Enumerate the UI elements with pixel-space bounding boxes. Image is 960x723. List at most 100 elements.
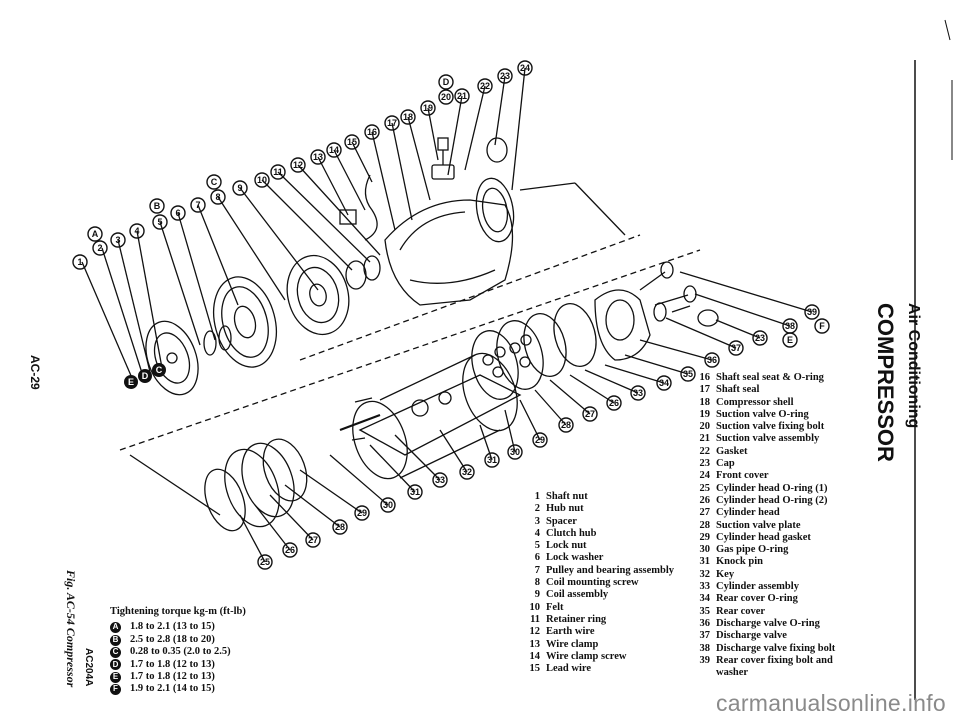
legend-item: 16 Shaft seal seat & O-ring xyxy=(690,372,835,384)
callout-label: 32 xyxy=(462,467,472,477)
legend-label: Cylinder head O-ring (2) xyxy=(716,494,828,506)
legend-number: 3 xyxy=(534,515,540,527)
legend-label: Cylinder assembly xyxy=(716,581,799,593)
legend-label: Shaft seal seat & O-ring xyxy=(716,372,824,383)
legend-number: 39 xyxy=(699,654,711,666)
torque-key-badge: B xyxy=(110,634,121,646)
callout-label: 31 xyxy=(410,487,420,497)
legend-number: 11 xyxy=(530,613,540,625)
legend-number: 25 xyxy=(699,482,711,494)
callout-label: 12 xyxy=(293,160,303,170)
callout-label: 23 xyxy=(500,71,510,81)
legend-number: 24 xyxy=(699,470,711,482)
callout-label: 39 xyxy=(807,307,817,317)
legend-number: 16 xyxy=(699,372,711,383)
legend-label: Front cover xyxy=(716,470,769,482)
callout-label: 33 xyxy=(435,475,445,485)
legend-number: 12 xyxy=(529,626,541,638)
legend-number: 8 xyxy=(534,577,540,589)
legend-label: Cylinder head O-ring (1) xyxy=(716,482,828,494)
legend-label: Earth wire xyxy=(546,626,595,638)
legend-number: 9 xyxy=(534,589,540,601)
legend-number: 19 xyxy=(699,408,711,420)
legend-label: Shaft nut xyxy=(546,491,588,502)
legend-number: 29 xyxy=(699,531,711,543)
legend-label: Pulley and bearing assembly xyxy=(546,564,675,576)
callout-label: 36 xyxy=(707,355,717,365)
callout-label: 11 xyxy=(273,167,283,177)
legend-number: 38 xyxy=(699,642,711,654)
callout-label: F xyxy=(819,321,825,331)
callout-label: 17 xyxy=(387,118,397,128)
torque-value: 1.7 to 1.8 (12 to 13) xyxy=(130,671,215,683)
callout-label: 8 xyxy=(215,192,220,202)
torque-key-badge: F xyxy=(110,684,121,696)
legend-label: Rear cover fixing bolt and xyxy=(716,654,833,666)
callout-label: 31 xyxy=(487,455,497,465)
callout-label: D xyxy=(142,371,149,381)
torque-key-badge: A xyxy=(110,622,121,634)
legend-number: 30 xyxy=(699,544,711,556)
callout-label: C xyxy=(156,365,163,375)
legend-item: 29 Cylinder head gasket xyxy=(690,532,835,544)
legend-number: 33 xyxy=(699,581,711,593)
legend-item: 11 Retainer ring xyxy=(520,614,674,626)
callout-label: 30 xyxy=(383,500,393,510)
section-title: Air Conditioning xyxy=(905,303,922,429)
legend-label: Cap xyxy=(716,458,735,470)
torque-value: 1.9 to 2.1 (14 to 15) xyxy=(130,683,215,695)
callout-label: 23 xyxy=(755,333,765,343)
legend-number: 18 xyxy=(699,396,711,408)
torque-heading: Tightening torque kg-m (ft-lb) xyxy=(110,606,246,617)
callout-label: 14 xyxy=(329,145,339,155)
legend-number: 21 xyxy=(699,433,711,445)
callout-label: 25 xyxy=(260,557,270,567)
legend-label: Rear cover xyxy=(716,605,766,617)
legend-number: 37 xyxy=(699,630,711,642)
legend-item: 25 Cylinder head O-ring (1) xyxy=(690,483,835,495)
legend-number: 4 xyxy=(534,527,540,539)
legend-number: 36 xyxy=(699,617,711,629)
callout-label: 26 xyxy=(609,398,619,408)
legend-label: Lock washer xyxy=(546,552,604,564)
callout-label: E xyxy=(128,377,134,387)
torque-key-badge: C xyxy=(110,646,121,658)
legend-number: 20 xyxy=(699,421,711,433)
torque-row: F 1.9 to 2.1 (14 to 15) xyxy=(110,683,246,696)
legend-label: Cylinder head gasket xyxy=(716,531,811,543)
legend-label-continuation: washer xyxy=(716,667,749,679)
legend-label: Clutch hub xyxy=(546,527,597,539)
watermark: carmanualsonline.info xyxy=(715,690,946,716)
legend-number: 1 xyxy=(534,491,540,502)
legend-label: Retainer ring xyxy=(546,613,607,625)
legend-label: Suction valve plate xyxy=(716,519,801,531)
legend-item: 9 Coil assembly xyxy=(520,589,674,601)
legend-number: 22 xyxy=(699,445,711,457)
figure-code: AC204A xyxy=(83,648,94,687)
legend-label: Hub nut xyxy=(546,503,584,515)
legend-label: Knock pin xyxy=(716,556,763,568)
callout-label: 29 xyxy=(535,435,545,445)
callout-label: 26 xyxy=(285,545,295,555)
legend-label: Coil assembly xyxy=(546,589,609,601)
legend-number: 13 xyxy=(529,638,541,650)
